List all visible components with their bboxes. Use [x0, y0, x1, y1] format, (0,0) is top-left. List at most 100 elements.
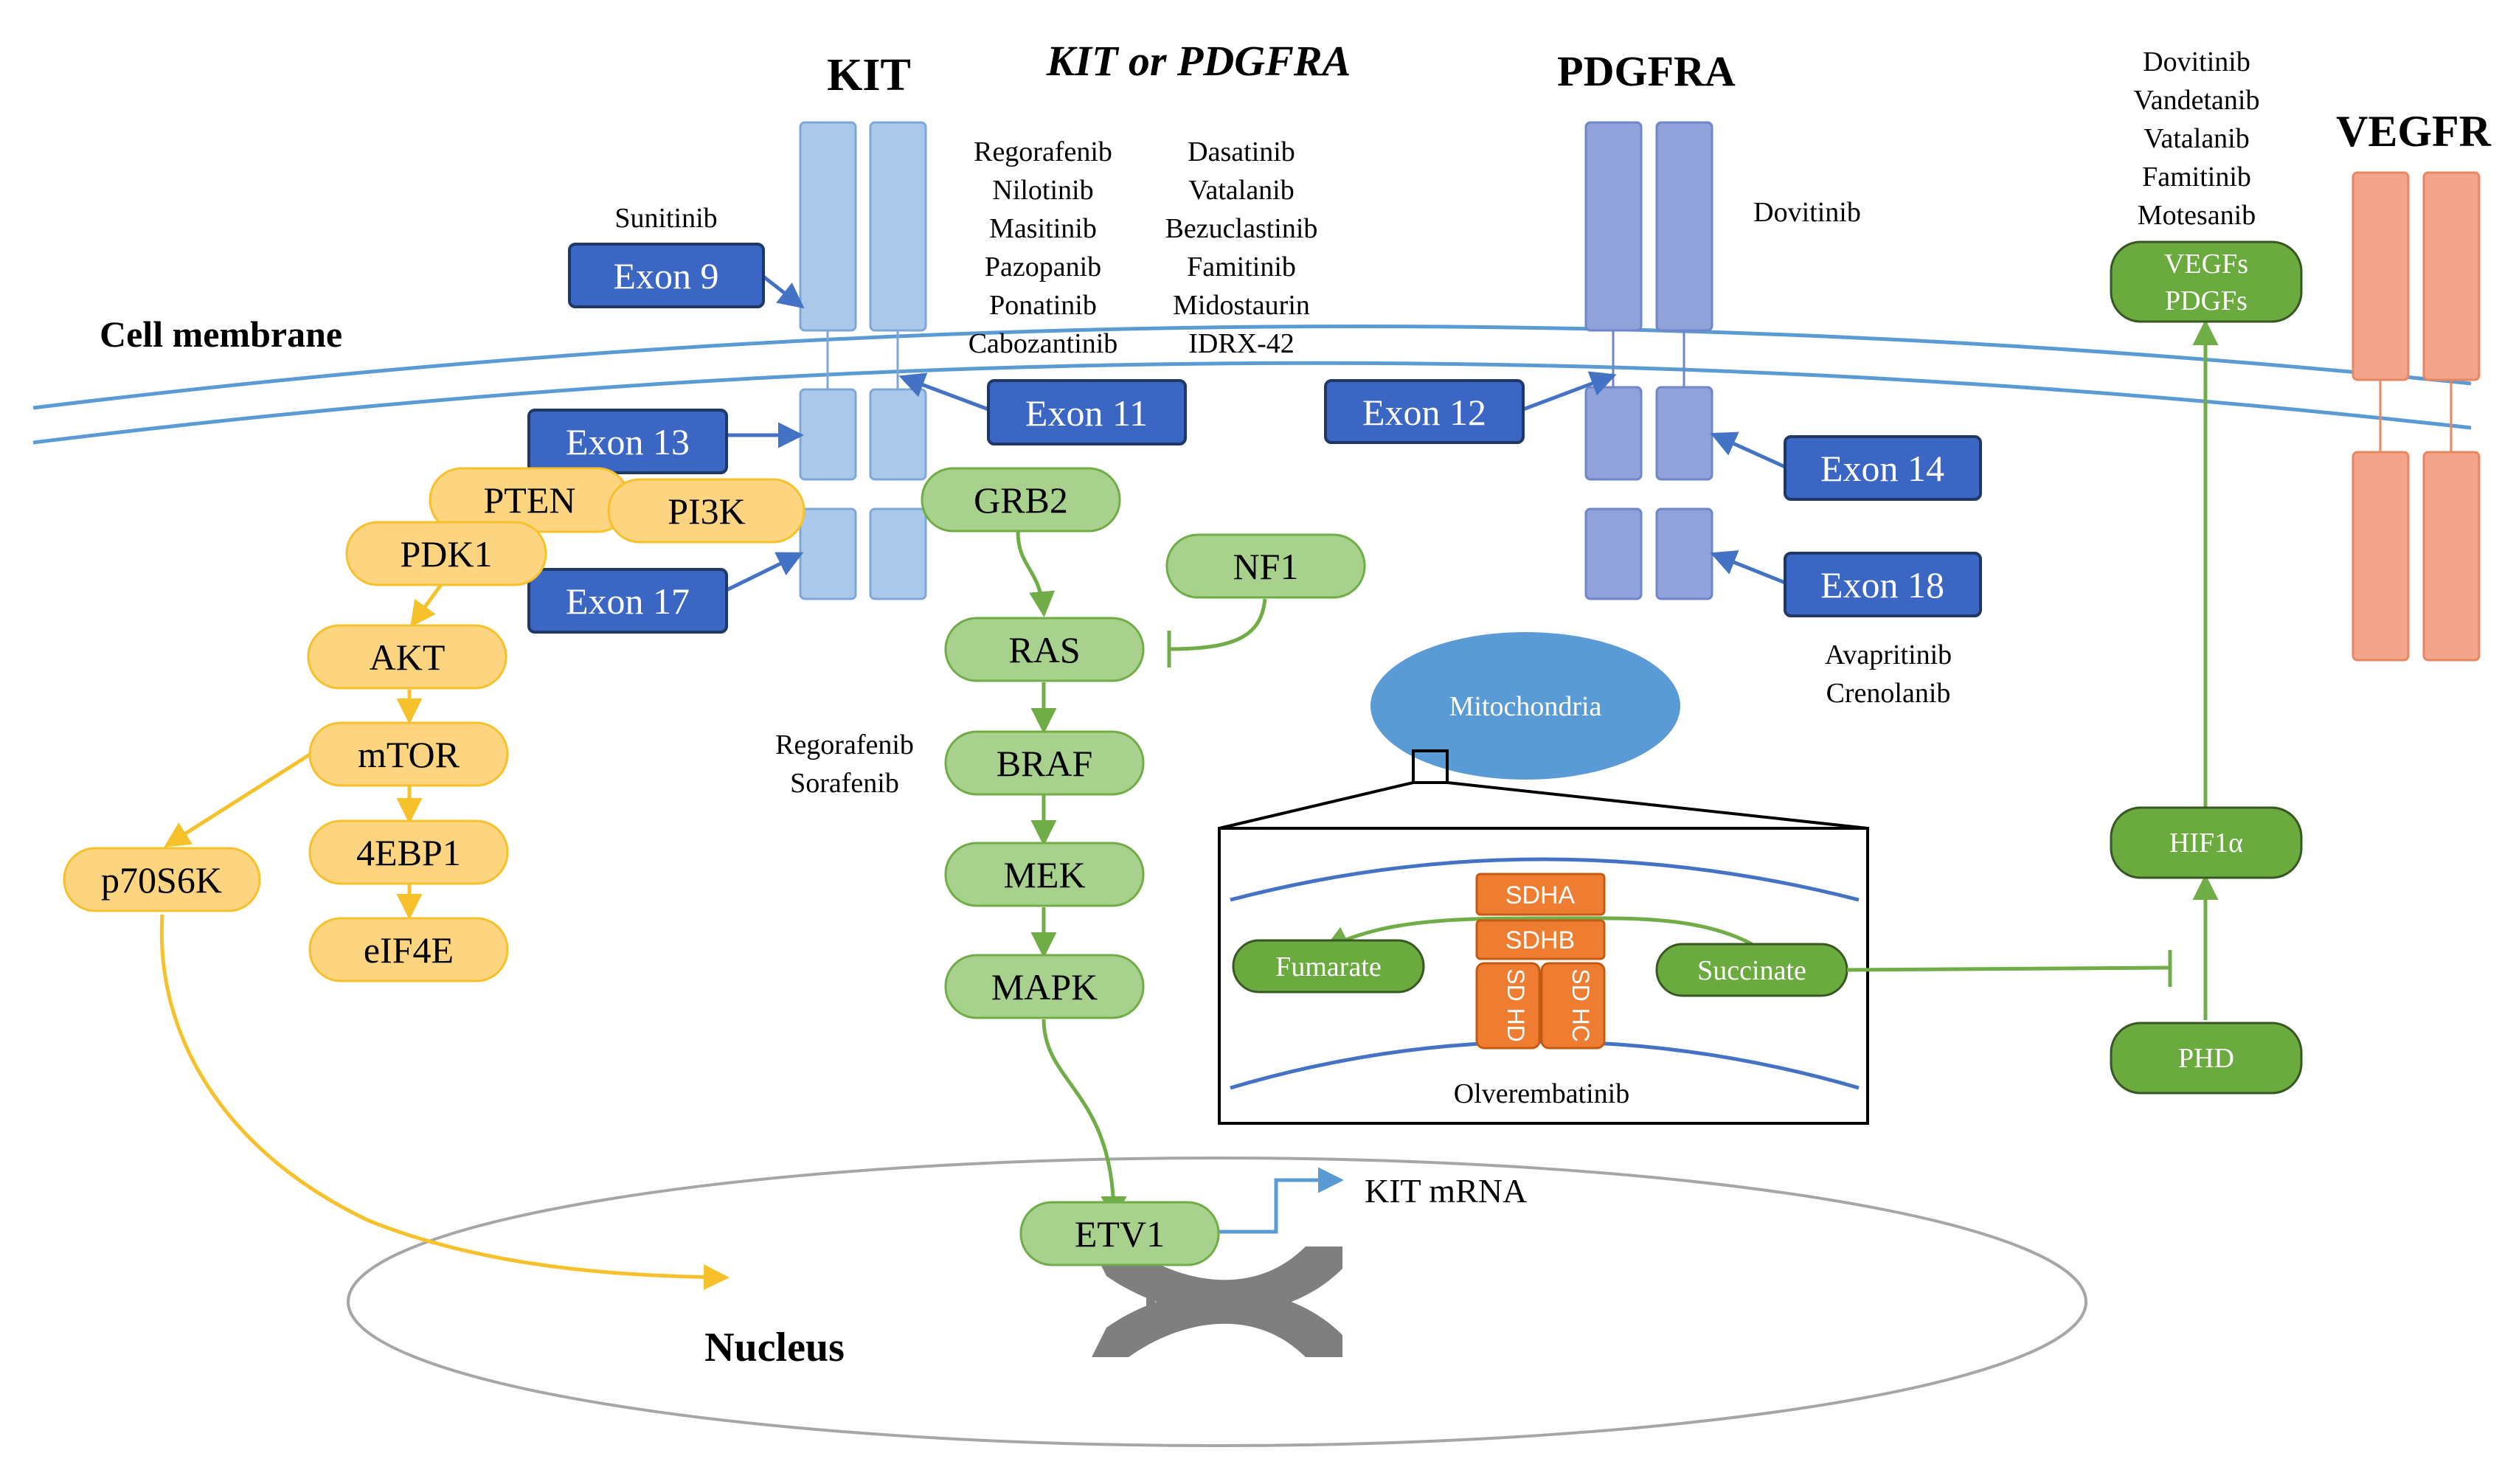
svg-text:mTOR: mTOR — [358, 734, 460, 775]
p70s6k-node: p70S6K — [63, 847, 261, 912]
pi3k-node: PI3K — [607, 478, 805, 544]
pdgfra-drug: Avapritinib — [1825, 639, 1952, 670]
vegfr-drug: Vandetanib — [2134, 85, 2260, 116]
exon-14-box: Exon 14 — [1784, 435, 1982, 501]
membrane-inner-line — [32, 361, 2472, 445]
eif4e-node: eIF4E — [308, 917, 509, 982]
exon-18-box: Exon 18 — [1784, 552, 1982, 617]
mitochondria — [1370, 632, 1680, 780]
exon-11-box: Exon 11 — [987, 379, 1187, 445]
vegfs-pdgfs-node: VEGFs PDGFs — [2110, 240, 2303, 323]
exon-12-box: Exon 12 — [1324, 379, 1525, 444]
svg-text:Exon 14: Exon 14 — [1820, 448, 1944, 489]
raf-drugs: Regorafenib Sorafenib — [775, 729, 914, 799]
svg-text:PDK1: PDK1 — [400, 533, 492, 575]
svg-text:Exon 11: Exon 11 — [1025, 392, 1148, 434]
olverembatinib-label: Olverembatinib — [1454, 1078, 1629, 1109]
svg-text:SDHB: SDHB — [1505, 926, 1575, 954]
svg-text:4EBP1: 4EBP1 — [356, 832, 461, 873]
kit-drug: Ponatinib — [989, 290, 1097, 321]
phd-node: PHD — [2110, 1022, 2303, 1095]
sunitinib-label: Sunitinib — [614, 203, 717, 234]
kit-mrna-arrow — [1217, 1167, 1344, 1234]
svg-text:Exon 18: Exon 18 — [1820, 564, 1944, 606]
kit-drug: IDRX-42 — [1188, 328, 1295, 359]
kit-drug: Famitinib — [1187, 252, 1296, 282]
raf-drug: Sorafenib — [790, 768, 899, 799]
svg-text:PTEN: PTEN — [484, 479, 576, 521]
vegfr-drug: Vatalanib — [2144, 123, 2250, 154]
kit-mrna-label: KIT mRNA — [1365, 1172, 1527, 1210]
vegfr-drug: Motesanib — [2138, 200, 2256, 231]
vegfr-title: VEGFR — [2336, 107, 2492, 156]
svg-text:NF1: NF1 — [1233, 546, 1299, 587]
svg-text:MAPK: MAPK — [991, 966, 1098, 1008]
svg-text:Exon 9: Exon 9 — [613, 255, 718, 297]
vegfr-receptor — [2352, 171, 2481, 662]
svg-text:PHD: PHD — [2178, 1043, 2234, 1074]
mapk-node: MAPK — [944, 954, 1145, 1019]
mitochondria-label: Mitochondria — [1449, 691, 1602, 722]
svg-text:RAS: RAS — [1008, 629, 1080, 670]
kit-title: KIT — [827, 50, 911, 100]
svg-text:Exon 17: Exon 17 — [566, 580, 690, 622]
svg-text:SD HD: SD HD — [1503, 968, 1529, 1042]
exon-13-box: Exon 13 — [527, 409, 728, 474]
ras-node: RAS — [944, 617, 1145, 682]
kit-drug: Cabozantinib — [968, 328, 1118, 359]
svg-text:VEGFs: VEGFs — [2164, 249, 2248, 280]
svg-text:Succinate: Succinate — [1697, 955, 1806, 986]
kit-drug: Midostaurin — [1173, 290, 1310, 321]
nucleus-outline — [347, 1157, 2087, 1447]
succinate-node: Succinate — [1655, 943, 1848, 997]
svg-text:PI3K: PI3K — [668, 490, 746, 532]
mtor-node: mTOR — [308, 721, 509, 787]
svg-text:PDGFs: PDGFs — [2165, 285, 2248, 316]
kit-drug: Bezuclastinib — [1165, 213, 1318, 244]
grb2-node: GRB2 — [921, 467, 1121, 533]
pdgfra-receptor — [1584, 121, 1713, 600]
svg-text:MEK: MEK — [1003, 854, 1085, 895]
raf-drug: Regorafenib — [775, 729, 914, 760]
fumarate-node: Fumarate — [1232, 939, 1425, 994]
pdk1-node: PDK1 — [345, 521, 547, 586]
svg-text:Exon 13: Exon 13 — [566, 421, 690, 462]
nucleus-label: Nucleus — [704, 1325, 845, 1370]
kit-drug: Vatalanib — [1188, 175, 1295, 206]
braf-node: BRAF — [944, 730, 1145, 796]
kit-drug: Pazopanib — [985, 252, 1101, 282]
hif1a-node: HIF1α — [2110, 806, 2303, 879]
nf1-node: NF1 — [1165, 533, 1366, 599]
sdh-complex: SDHA SDHB SD HD SD HC — [1475, 873, 1606, 1050]
pdgfra-title: PDGFRA — [1557, 47, 1736, 95]
inner-membrane-top — [1230, 857, 1860, 902]
pdgfra-drug-dovitinib: Dovitinib — [1753, 197, 1861, 228]
pi3k-arrows — [159, 581, 729, 1291]
svg-text:AKT: AKT — [370, 637, 446, 678]
kit-drug: Regorafenib — [974, 136, 1112, 167]
kit-drugs-col2: Dasatinib Vatalanib Bezuclastinib Famiti… — [1165, 136, 1318, 359]
etv1-node: ETV1 — [1019, 1201, 1220, 1266]
kit-drugs-col1: Regorafenib Nilotinib Masitinib Pazopani… — [968, 136, 1118, 359]
zoom-marker — [1412, 749, 1449, 784]
mek-node: MEK — [944, 842, 1145, 907]
svg-text:Fumarate: Fumarate — [1275, 951, 1382, 982]
pdgfra-drugs-bottom: Avapritinib Crenolanib — [1825, 639, 1952, 709]
exon-17-box: Exon 17 — [527, 568, 728, 634]
hypoxia-arrows — [1846, 319, 2219, 1020]
kit-or-pdgfra-title: KIT or PDGFRA — [1046, 37, 1351, 85]
exon-arrows — [725, 275, 1787, 592]
svg-text:p70S6K: p70S6K — [101, 859, 222, 901]
zoom-line-left — [1219, 781, 1414, 830]
kit-drug: Masitinib — [989, 213, 1097, 244]
succinate-to-fumarate-arrow — [1323, 916, 1753, 951]
kit-receptor — [799, 121, 927, 600]
svg-text:SD HC: SD HC — [1567, 968, 1594, 1042]
vegfr-drugs: Dovitinib Vandetanib Vatalanib Famitinib… — [2134, 46, 2260, 231]
akt-node: AKT — [307, 624, 507, 690]
svg-text:HIF1α: HIF1α — [2169, 828, 2243, 859]
cell-membrane-label: Cell membrane — [100, 313, 342, 355]
kit-drug: Dasatinib — [1188, 136, 1295, 167]
vegfr-drug: Famitinib — [2142, 162, 2251, 193]
zoom-line-right — [1446, 781, 1868, 830]
